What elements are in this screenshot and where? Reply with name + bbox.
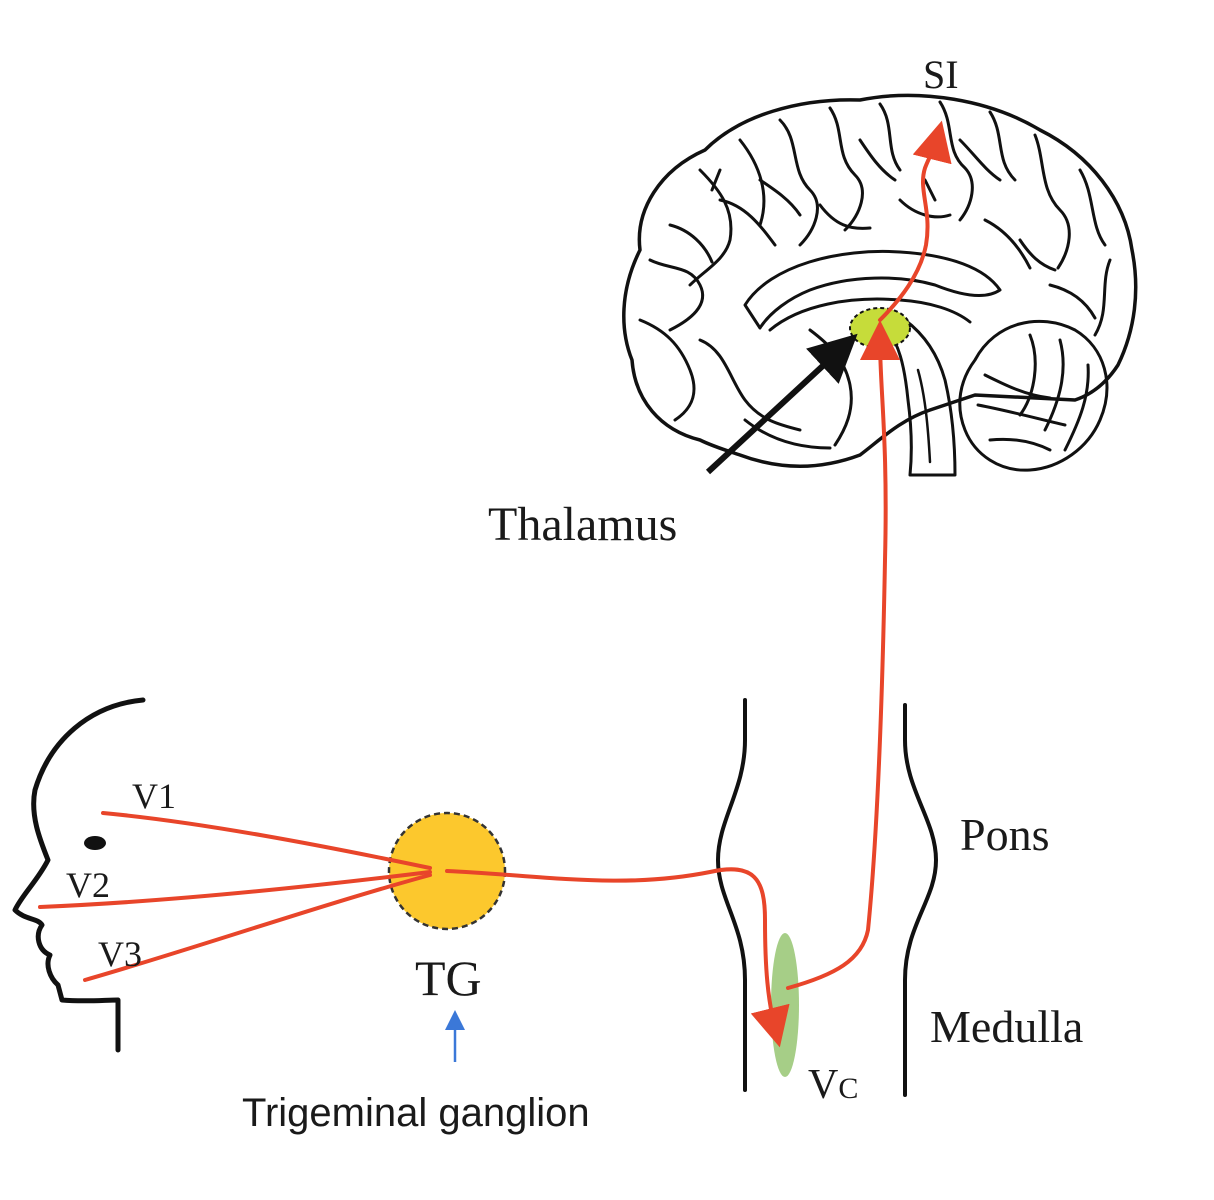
label-v2: V2: [66, 865, 110, 905]
nerve-v3: [83, 873, 432, 982]
label-trigeminal-ganglion: Trigeminal ganglion: [242, 1091, 590, 1135]
pathway-tg-to-vc: [445, 867, 790, 1048]
pathway-thalamus-to-si: [878, 120, 952, 322]
label-tg: TG: [415, 950, 482, 1006]
cerebellum-folia: [976, 333, 1090, 452]
nerve-v2: [38, 870, 432, 909]
label-thalamus: Thalamus: [488, 498, 677, 551]
nerve-v1: [101, 811, 432, 870]
brain-sagittal-icon: [622, 93, 1138, 477]
label-v1: V1: [132, 776, 176, 816]
label-vc-main: V: [808, 1062, 838, 1108]
trigeminal-pathway: [38, 120, 952, 1048]
thalamus-pointer-arrow: [705, 333, 858, 475]
label-si: SI: [923, 52, 959, 97]
label-pons: Pons: [960, 809, 1049, 860]
eye-icon: [84, 836, 106, 850]
label-vc-sub: C: [838, 1072, 858, 1105]
label-vc: VC: [808, 1062, 858, 1108]
label-medulla: Medulla: [930, 1001, 1083, 1052]
vc-nucleus: [771, 933, 799, 1077]
pathway-vc-to-thalamus: [786, 320, 901, 990]
brainstem-outline-icon: [716, 698, 938, 1097]
face-profile-icon: [12, 697, 146, 1053]
label-v3: V3: [98, 934, 142, 974]
